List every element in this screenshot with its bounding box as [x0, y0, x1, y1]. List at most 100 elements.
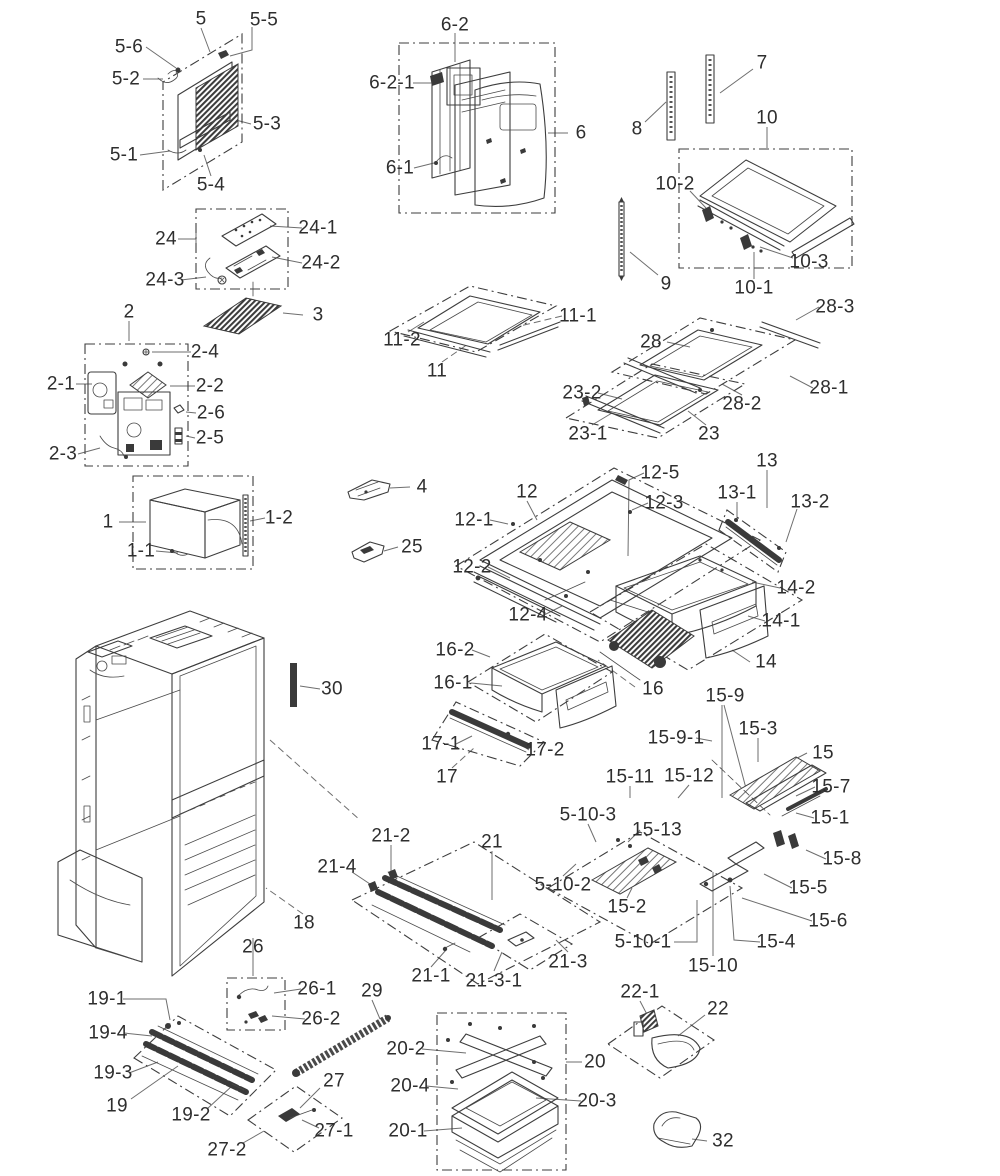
- part-label-20-4: 20-4: [390, 1075, 430, 1097]
- part-label-24-1: 24-1: [298, 217, 338, 239]
- part-label-11: 11: [426, 360, 448, 382]
- part-label-32: 32: [712, 1130, 734, 1152]
- rail-assembly-21: [350, 841, 602, 985]
- part-label-20: 20: [584, 1051, 606, 1073]
- part-label-16-1: 16-1: [433, 672, 473, 694]
- shelf-assembly-23: [564, 363, 747, 439]
- part-label-15-12: 15-12: [663, 765, 715, 787]
- part-label-2-5: 2-5: [195, 427, 225, 449]
- part-label-30: 30: [321, 678, 343, 700]
- part-label-5-5: 5-5: [249, 9, 279, 31]
- part-label-26: 26: [242, 936, 264, 958]
- part-label-17-2: 17-2: [525, 739, 565, 761]
- latch-4: [347, 479, 391, 501]
- part-label-8: 8: [631, 118, 643, 140]
- part-label-26-1: 26-1: [297, 978, 337, 1000]
- part-label-27-2: 27-2: [207, 1139, 247, 1161]
- part-label-6-2-1: 6-2-1: [369, 72, 415, 94]
- part-label-5-2: 5-2: [111, 68, 141, 90]
- part-label-11-2: 11-2: [383, 329, 421, 351]
- cabinet-18: [57, 610, 361, 977]
- part-label-15-2: 15-2: [607, 896, 647, 918]
- door-rails-7-8: [666, 54, 715, 141]
- part-label-15-4: 15-4: [756, 931, 796, 953]
- part-label-12: 12: [516, 481, 538, 503]
- top-shelf-assembly-10: [678, 148, 855, 269]
- part-label-23: 23: [698, 423, 720, 445]
- part-label-24-2: 24-2: [301, 252, 341, 274]
- part-label-15-9: 15-9: [705, 685, 745, 707]
- part-label-26-2: 26-2: [301, 1008, 341, 1030]
- part-label-10-2: 10-2: [655, 173, 695, 195]
- part-label-5-3: 5-3: [252, 113, 282, 135]
- shelf-assembly-11: [388, 285, 561, 358]
- part-label-16-2: 16-2: [435, 639, 475, 661]
- part-label-2-2: 2-2: [195, 375, 225, 397]
- part-label-5-1: 5-1: [109, 144, 139, 166]
- part-label-15-11: 15-11: [605, 766, 655, 788]
- hardware-27: [247, 1085, 343, 1153]
- part-label-28: 28: [640, 331, 662, 353]
- part-label-14-1: 14-1: [761, 610, 801, 632]
- part-label-7: 7: [756, 52, 768, 74]
- part-label-24: 24: [155, 228, 177, 250]
- part-label-11-1: 11-1: [559, 305, 597, 327]
- part-label-10: 10: [756, 107, 778, 129]
- part-label-5-6: 5-6: [114, 36, 144, 58]
- grille-3: [202, 297, 283, 335]
- part-label-5: 5: [195, 8, 207, 30]
- part-label-2-4: 2-4: [190, 341, 220, 363]
- part-label-5-10-3: 5-10-3: [559, 804, 617, 826]
- shelf-assembly-28: [610, 317, 821, 395]
- part-label-28-3: 28-3: [815, 296, 855, 318]
- part-label-15-3: 15-3: [738, 718, 778, 740]
- part-label-15-9-1: 15-9-1: [647, 727, 705, 749]
- part-label-21-4: 21-4: [317, 856, 357, 878]
- part-label-21-3: 21-3: [548, 951, 588, 973]
- part-label-13-2: 13-2: [790, 491, 830, 513]
- part-label-25: 25: [401, 536, 423, 558]
- part-label-27: 27: [323, 1070, 345, 1092]
- part-label-2-6: 2-6: [196, 402, 226, 424]
- part-label-15: 15: [812, 742, 834, 764]
- part-label-23-2: 23-2: [562, 382, 602, 404]
- tube-29: [292, 1014, 391, 1077]
- rail-assembly-19: [133, 1015, 277, 1117]
- part-label-28-1: 28-1: [809, 377, 849, 399]
- trim-30: [290, 663, 297, 707]
- leader-lines: [76, 27, 827, 1144]
- part-label-23-1: 23-1: [568, 423, 608, 445]
- part-label-6-1: 6-1: [385, 157, 415, 179]
- caster-32: [653, 1111, 702, 1148]
- part-label-15-6: 15-6: [808, 910, 848, 932]
- part-label-12-2: 12-2: [452, 556, 492, 578]
- part-label-13: 13: [756, 450, 778, 472]
- part-label-28-2: 28-2: [722, 393, 762, 415]
- part-label-29: 29: [361, 980, 383, 1002]
- part-label-15-1: 15-1: [810, 807, 850, 829]
- part-label-21-1: 21-1: [411, 965, 451, 987]
- part-label-3: 3: [312, 304, 324, 326]
- ice-bucket-assembly-1: [132, 475, 254, 570]
- part-label-19-1: 19-1: [87, 988, 127, 1010]
- part-label-10-3: 10-3: [789, 251, 829, 273]
- shelf-frame-assembly-12: [454, 467, 762, 643]
- part-label-18: 18: [293, 912, 315, 934]
- part-label-1-2: 1-2: [264, 507, 294, 529]
- part-label-21: 21: [481, 831, 503, 853]
- bracket-assembly-22: [607, 1005, 715, 1079]
- part-label-17: 17: [436, 766, 458, 788]
- part-label-27-1: 27-1: [314, 1120, 354, 1142]
- part-label-19-2: 19-2: [171, 1104, 211, 1126]
- part-label-15-7: 15-7: [811, 776, 851, 798]
- part-label-15-5: 15-5: [788, 877, 828, 899]
- part-label-21-2: 21-2: [371, 825, 411, 847]
- control-cluster-15: [546, 705, 828, 945]
- freezer-door-assembly-6: [398, 42, 556, 214]
- part-label-24-3: 24-3: [145, 269, 185, 291]
- trim-strip-9: [618, 197, 625, 281]
- part-label-6: 6: [575, 122, 587, 144]
- crisper-assembly-20: [436, 1012, 567, 1173]
